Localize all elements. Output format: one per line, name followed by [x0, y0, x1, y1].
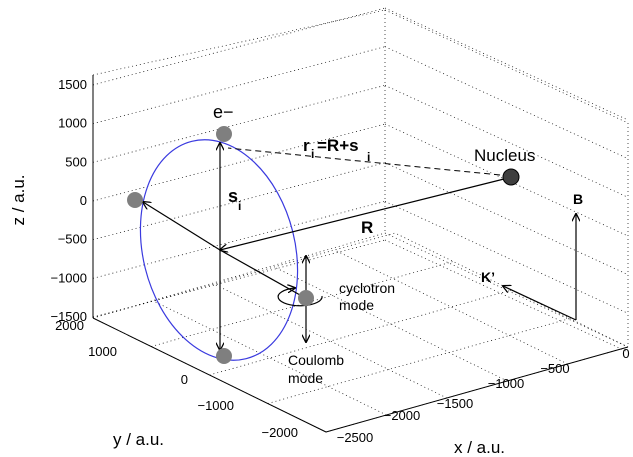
x-tick-label: −500	[540, 361, 569, 376]
z-tick-label: 1500	[58, 77, 87, 92]
z-gridline-right	[384, 239, 629, 353]
y-tick-labels: 2000 1000 0 −1000 −2000	[55, 318, 298, 440]
floor-gridline-y	[267, 318, 570, 404]
K-label: K’	[481, 269, 495, 285]
axes-frame	[92, 75, 629, 433]
K-vector	[503, 286, 577, 321]
electron-left	[127, 192, 143, 208]
r-i-dashed-line	[227, 147, 511, 177]
r-i-main: r	[303, 136, 310, 155]
floor-gridline-x	[274, 266, 508, 382]
y-axis-label: y / a.u.	[113, 430, 164, 449]
nucleus-label: Nucleus	[474, 146, 535, 165]
r-i-equation: =R+s	[317, 136, 359, 155]
z-tick-label: 500	[65, 154, 87, 169]
s-i-vector-left	[143, 202, 221, 251]
z-gridline-right	[384, 46, 629, 159]
y-tick-label: −2000	[261, 425, 298, 440]
cyclotron-label-line2: mode	[339, 297, 374, 313]
x-tick-label: 0	[622, 346, 629, 361]
y-tick-label: 1000	[88, 344, 117, 359]
cyclotron-loop	[277, 288, 323, 307]
z-tick-label: −1500	[50, 309, 87, 324]
z-gridlines-left-wall	[92, 7, 386, 318]
s-i-main: s	[228, 186, 238, 206]
z-gridline-right	[384, 123, 629, 237]
nucleus-dot	[502, 168, 520, 186]
r-i-subscript-2: i	[367, 150, 370, 164]
z-tick-label: −500	[58, 232, 87, 247]
z-gridline-left	[92, 46, 386, 125]
R-vector	[220, 177, 509, 250]
coulomb-label-line2: mode	[288, 370, 323, 386]
y-tick-label: 2000	[55, 318, 84, 333]
y-tick-label: −1000	[197, 398, 234, 413]
z-gridline-right	[384, 85, 629, 198]
floor-gridlines	[92, 232, 629, 433]
x-tick-labels: −2500 −2000 −1500 −1000 −500 0	[337, 346, 630, 445]
z-gridline-right	[384, 201, 629, 314]
x-tick-label: −2000	[384, 408, 421, 423]
floor-gridline-x	[213, 283, 447, 399]
floor-gridline-y	[209, 289, 512, 376]
floor-gridline-x	[334, 249, 568, 365]
coulomb-label-line1: Coulomb	[288, 352, 344, 368]
y-tick-label: 0	[181, 372, 188, 387]
electron-bottom	[216, 348, 232, 364]
s-i-vector-right	[219, 249, 301, 296]
s-i-label: s i	[228, 186, 241, 213]
z-axis-label: z / a.u.	[9, 174, 28, 225]
cyclotron-label-line1: cyclotron	[339, 280, 395, 296]
R-label: R	[361, 218, 373, 237]
x-axis-label: x / a.u.	[454, 438, 505, 457]
x-tick-label: −2500	[337, 430, 374, 445]
electron-label: e−	[213, 102, 234, 122]
x-tick-label: −1500	[437, 396, 474, 411]
z-gridline-left	[92, 7, 386, 86]
r-i-subscript: i	[311, 147, 314, 161]
electron-top	[216, 126, 232, 142]
z-tick-label: 1000	[58, 116, 87, 131]
floor-gridline-y	[92, 232, 396, 319]
floor-gridline-x	[394, 232, 629, 348]
s-i-subscript: i	[238, 199, 241, 213]
z-gridline-right	[384, 162, 629, 275]
z-tick-labels: 1500 1000 500 0 −500 −1000 −1500	[50, 77, 87, 324]
electron-right	[298, 290, 314, 306]
z-tick-label: −1000	[50, 270, 87, 285]
floor-gridline-x	[153, 300, 387, 416]
z-gridlines-right-wall	[384, 7, 629, 353]
x-tick-label: −1000	[488, 376, 525, 391]
z-gridline-right	[384, 7, 629, 121]
r-i-label: r i =R+s i	[303, 136, 370, 164]
B-label: B	[573, 191, 583, 207]
z-tick-label: 0	[80, 193, 87, 208]
